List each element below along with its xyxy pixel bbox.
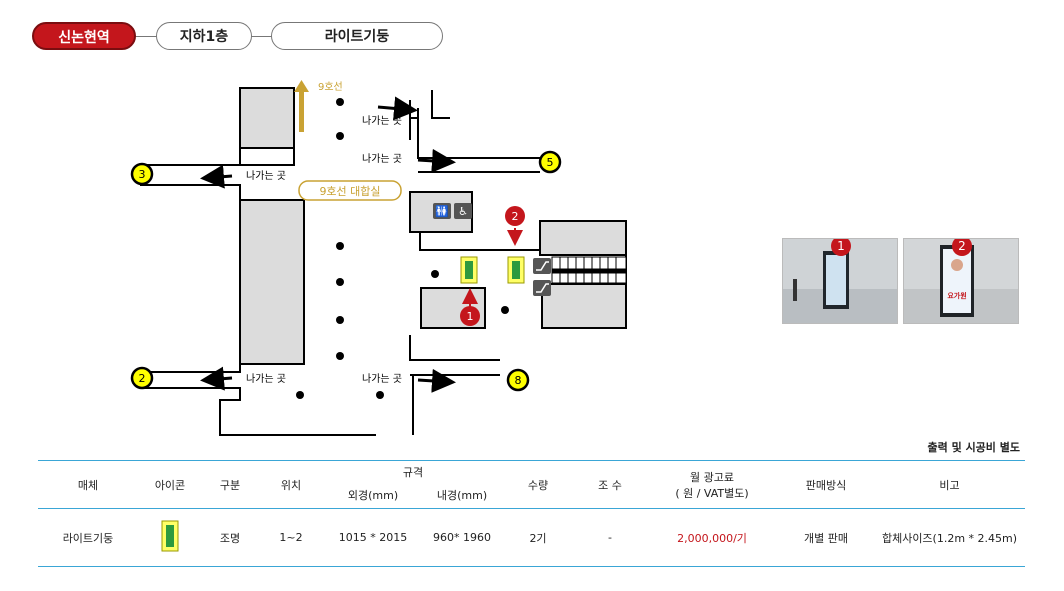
light-pillar-icon xyxy=(460,256,478,284)
exit-arrows xyxy=(200,96,456,393)
exit-badge-3: 3 xyxy=(130,162,154,186)
cell-location: 1~2 xyxy=(279,531,303,544)
header-price: 월 광고료 ( 원 / VAT별도) xyxy=(675,470,749,500)
spec-table: 매체 아이콘 구분 위치 규격 수량 조 수 월 광고료 ( 원 / VAT별도… xyxy=(38,460,1025,567)
cell-faces: - xyxy=(608,531,612,544)
photo-pin-2: 2 xyxy=(952,239,972,256)
wall-block xyxy=(541,283,627,329)
cell-icon xyxy=(138,509,202,567)
restroom-icon xyxy=(433,203,451,219)
cell-sales: 개별 판매 xyxy=(804,531,848,545)
pillar-dots xyxy=(296,98,509,399)
header-category: 구분 xyxy=(219,478,241,492)
header-location: 위치 xyxy=(280,478,302,492)
exit-direction-label: 나가는 곳 xyxy=(362,115,402,127)
svg-text:5: 5 xyxy=(547,156,554,169)
exit-badge-5: 5 xyxy=(538,150,562,174)
svg-text:1: 1 xyxy=(467,310,474,323)
exit-badge-8: 8 xyxy=(506,368,530,392)
header-remarks: 비고 xyxy=(939,478,960,492)
svg-text:8: 8 xyxy=(515,374,522,387)
breadcrumb-station[interactable]: 신논현역 xyxy=(32,22,136,50)
cell-media: 라이트기둥 xyxy=(62,531,114,545)
header-outer: 외경(mm) xyxy=(347,489,399,503)
escalator-up-icon xyxy=(533,258,551,274)
header-media: 매체 xyxy=(77,478,99,492)
table-row: 라이트기둥 조명 1~2 1015 * 2015 960* 1960 2기 - … xyxy=(38,509,1025,567)
svg-text:3: 3 xyxy=(139,168,146,181)
cell-price: 2,000,000/기 xyxy=(677,531,747,545)
exit-direction-label: 나가는 곳 xyxy=(362,373,402,385)
line9-label: 9호선 xyxy=(318,81,343,93)
cell-quantity: 2기 xyxy=(529,531,547,545)
location-photo-2: 요가원 2 xyxy=(903,238,1019,324)
header-sales: 판매방식 xyxy=(805,478,847,492)
svg-text:🚻: 🚻 xyxy=(435,205,449,218)
breadcrumb-connector xyxy=(134,36,158,37)
stair-block xyxy=(539,220,627,256)
svg-text:♿: ♿ xyxy=(458,205,468,218)
exit-direction-label: 나가는 곳 xyxy=(246,373,286,385)
cell-outer: 1015 * 2015 xyxy=(338,531,408,544)
station-floor-map: 🚻 ♿ 9호선 9호선 대합실 나가는 곳 나가는 곳 나가는 곳 나가는 곳 … xyxy=(130,80,627,436)
line9-direction-arrow xyxy=(299,86,304,132)
svg-text:2: 2 xyxy=(139,372,146,385)
breadcrumb-media[interactable]: 라이트기둥 xyxy=(271,22,443,50)
waiting-room-badge xyxy=(298,180,402,201)
stairs xyxy=(551,256,627,284)
exit-direction-label: 나가는 곳 xyxy=(246,170,286,182)
svg-text:2: 2 xyxy=(512,210,519,223)
breadcrumb-floor[interactable]: 지하1층 xyxy=(156,22,252,50)
location-photo-1: 1 xyxy=(782,238,898,324)
light-pillar-icon xyxy=(507,256,525,284)
poster-text: 요가원 xyxy=(947,292,967,300)
location-marker-1: 1 xyxy=(460,306,480,326)
cost-note: 출력 및 시공비 별도 xyxy=(927,441,1020,454)
breadcrumb: 신논현역 지하1층 라이트기둥 xyxy=(32,22,452,52)
light-pillar-icon xyxy=(161,520,179,552)
cell-category: 조명 xyxy=(219,531,241,545)
header-spec: 규격 xyxy=(402,465,424,479)
wall-block xyxy=(239,199,305,365)
waiting-room-label: 9호선 대합실 xyxy=(319,185,380,198)
cell-remarks: 합체사이즈(1.2m * 2.45m) xyxy=(881,531,1018,545)
header-quantity: 수량 xyxy=(527,478,549,492)
breadcrumb-connector xyxy=(250,36,273,37)
location-marker-2: 2 xyxy=(505,206,525,226)
wall-block xyxy=(239,87,295,149)
accessible-icon xyxy=(454,203,472,219)
exit-direction-label: 나가는 곳 xyxy=(362,153,402,165)
cell-inner: 960* 1960 xyxy=(433,531,491,544)
header-faces: 조 수 xyxy=(598,478,622,492)
escalator-down-icon xyxy=(533,280,551,296)
header-icon: 아이콘 xyxy=(154,478,186,492)
exit-badge-2: 2 xyxy=(130,366,154,390)
photo-pin-1: 1 xyxy=(831,239,851,256)
header-inner: 내경(mm) xyxy=(436,489,488,503)
